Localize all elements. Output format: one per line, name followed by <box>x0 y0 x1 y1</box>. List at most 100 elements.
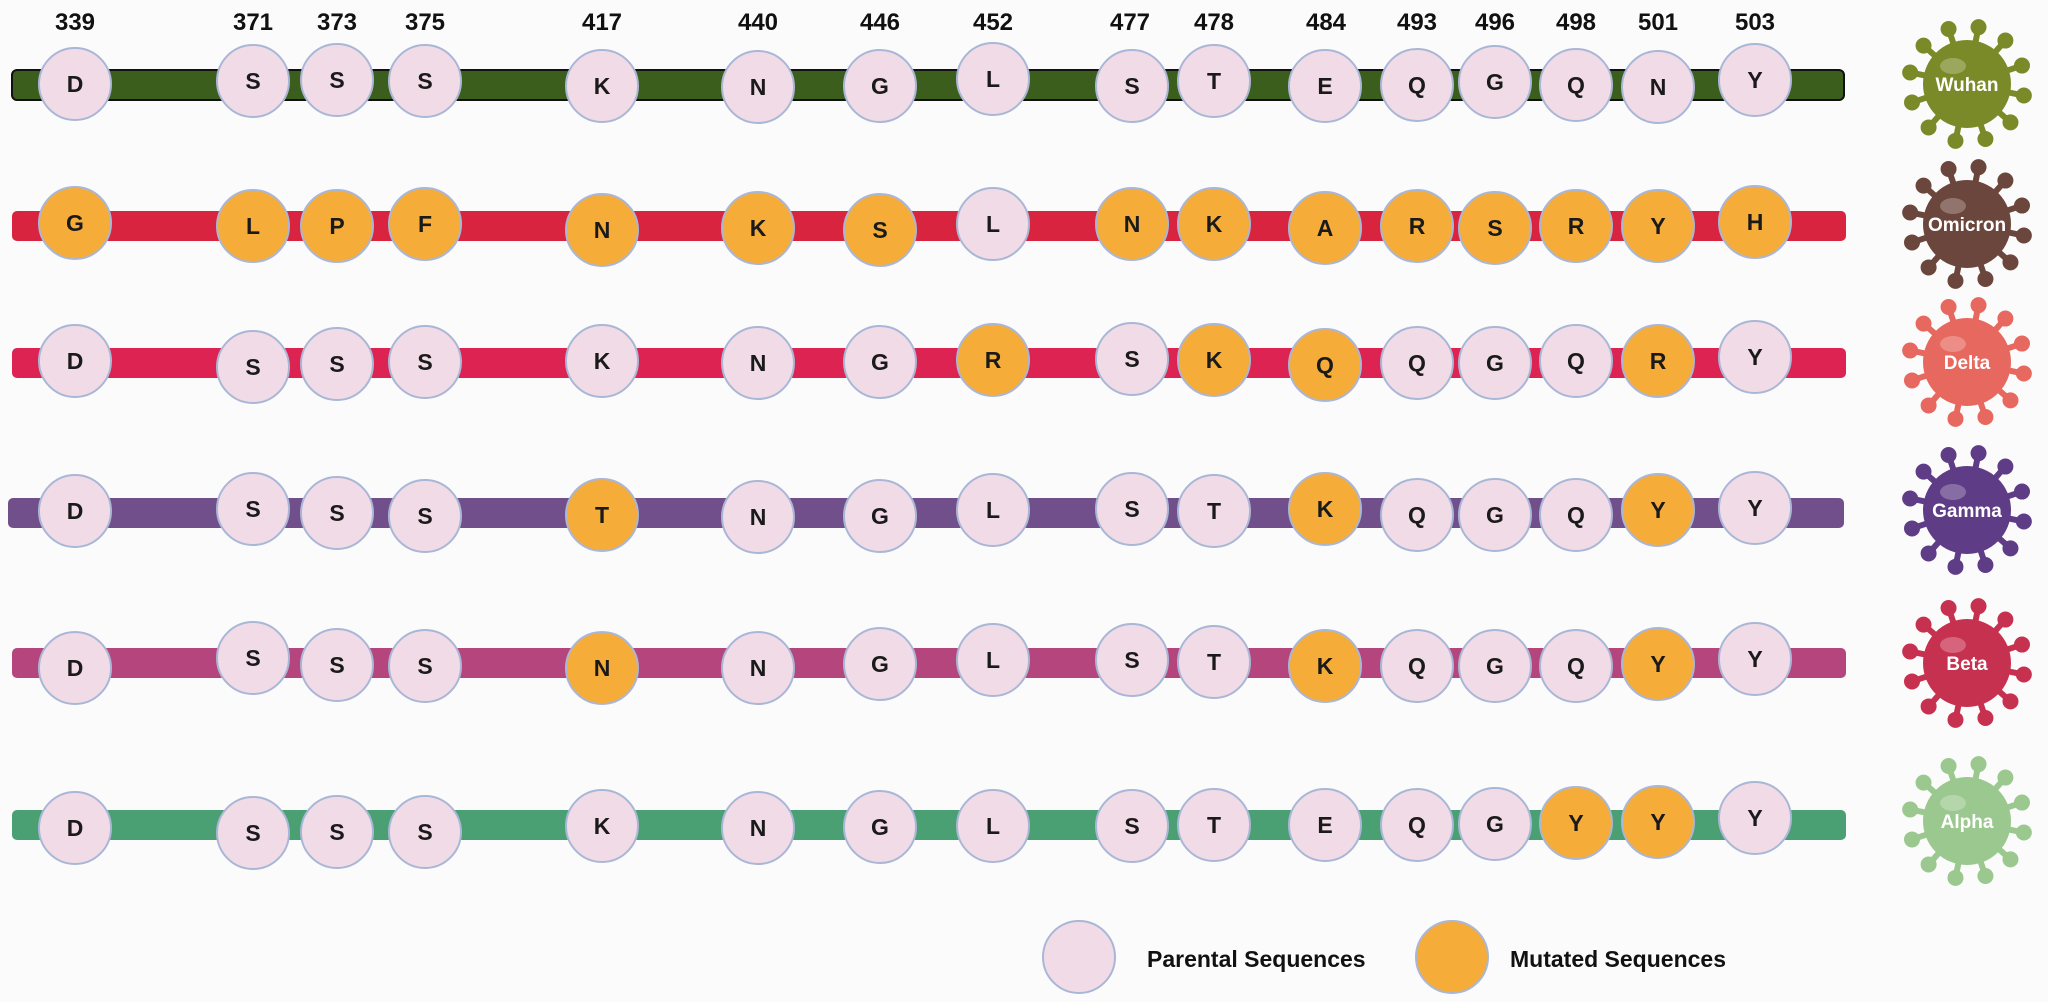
legend: Parental Sequences Mutated Sequences <box>1042 920 1726 994</box>
residue-letter: Y <box>1747 805 1762 831</box>
residue-circle <box>1539 786 1613 860</box>
residue-circle <box>1095 187 1169 261</box>
residue-letter: N <box>1650 74 1667 100</box>
parental-residue: S <box>300 327 374 401</box>
position-label-373: 373 <box>317 9 357 36</box>
residue-circle <box>388 187 462 261</box>
virus-icon-gamma: Gamma <box>1902 445 2032 575</box>
parental-residue: K <box>565 789 639 863</box>
residue-letter: Y <box>1650 651 1665 677</box>
position-label-477: 477 <box>1110 9 1150 36</box>
residue-circle <box>565 193 639 267</box>
residue-letter: L <box>986 647 1000 673</box>
parental-residue: S <box>1095 472 1169 546</box>
residue-circle <box>1718 622 1792 696</box>
parental-residue: Q <box>1539 324 1613 398</box>
parental-residue: S <box>300 43 374 117</box>
residue-letter: H <box>1747 209 1764 235</box>
residue-circle <box>1539 324 1613 398</box>
residue-circle <box>843 193 917 267</box>
residue-circle <box>1458 45 1532 119</box>
residue-letter: S <box>329 819 344 845</box>
residue-letter: N <box>594 217 611 243</box>
residue-letter: S <box>1124 73 1139 99</box>
residue-letter: D <box>67 815 84 841</box>
residue-circle <box>1095 322 1169 396</box>
residue-letter: G <box>871 651 889 677</box>
residue-letter: Q <box>1316 352 1334 378</box>
residue-circle <box>1539 48 1613 122</box>
virus-spike-tip <box>1997 310 2014 327</box>
residue-letter: Q <box>1567 72 1585 98</box>
residue-letter: K <box>594 813 611 839</box>
residue-circle <box>216 44 290 118</box>
parental-residue: N <box>721 50 795 124</box>
residue-letter: Y <box>1650 497 1665 523</box>
residue-letter: G <box>66 210 84 236</box>
residue-letter: S <box>1124 346 1139 372</box>
residue-circle <box>38 791 112 865</box>
mutated-residue: S <box>843 193 917 267</box>
parental-residue: S <box>216 796 290 870</box>
residue-letter: K <box>1317 496 1334 522</box>
virus-spike-tip <box>2002 392 2019 409</box>
residue-circle <box>1458 478 1532 552</box>
residue-circle <box>565 789 639 863</box>
residue-letter: G <box>871 814 889 840</box>
residue-letter: S <box>1124 496 1139 522</box>
parental-residue: T <box>1177 788 1251 862</box>
parental-residue: N <box>721 791 795 865</box>
variant-name: Omicron <box>1928 215 2006 236</box>
residue-letter: Y <box>1568 810 1583 836</box>
residue-letter: S <box>417 68 432 94</box>
mutated-residue: S <box>1458 191 1532 265</box>
mutated-residue: H <box>1718 185 1792 259</box>
virus-spike-tip <box>1904 372 1921 389</box>
virus-spike-tip <box>2002 851 2019 868</box>
parental-residue: Q <box>1380 478 1454 552</box>
parental-residue: L <box>956 789 1030 863</box>
virus-spike-tip <box>1920 545 1937 562</box>
virus-spike-tip <box>1902 64 1919 81</box>
residue-letter: S <box>417 819 432 845</box>
virus-spike-tip <box>1902 204 1919 221</box>
parental-residue: N <box>721 326 795 400</box>
mutated-residue: Y <box>1621 189 1695 263</box>
residue-letter: K <box>1206 347 1223 373</box>
virus-spike-tip <box>2002 114 2019 131</box>
virus-spike-tip <box>1940 299 1957 316</box>
residue-circle <box>388 629 462 703</box>
virus-body <box>1923 777 2011 865</box>
residue-letter: Y <box>1747 495 1762 521</box>
parental-residue: D <box>38 47 112 121</box>
virus-spike-tip <box>1947 711 1964 728</box>
residue-letter: G <box>871 349 889 375</box>
residue-letter: T <box>1207 812 1221 838</box>
virus-spike-tip <box>1997 769 2014 786</box>
mutated-residue: L <box>216 189 290 263</box>
parental-residue: D <box>38 631 112 705</box>
residue-circle <box>300 327 374 401</box>
residue-letter: N <box>594 655 611 681</box>
virus-icon-delta: Delta <box>1902 297 2032 427</box>
virus-spike-tip <box>1977 556 1994 573</box>
virus-spike-tip <box>1997 172 2014 189</box>
position-label-498: 498 <box>1556 9 1596 36</box>
legend-parental-swatch <box>1042 920 1116 994</box>
position-label-417: 417 <box>582 9 622 36</box>
parental-residue: S <box>300 476 374 550</box>
residue-letter: E <box>1317 73 1332 99</box>
virus-spike-tip <box>1970 756 1987 773</box>
residue-letter: D <box>67 655 84 681</box>
virus-spike-tip <box>1997 611 2014 628</box>
residue-circle <box>1718 320 1792 394</box>
residue-circle <box>1177 474 1251 548</box>
virus-spike-tip <box>1970 297 1987 314</box>
virus-spike-tip <box>1970 598 1987 615</box>
residue-letter: L <box>986 66 1000 92</box>
mutated-residue: K <box>1177 187 1251 261</box>
residue-circle <box>1458 787 1532 861</box>
position-label-440: 440 <box>738 9 778 36</box>
